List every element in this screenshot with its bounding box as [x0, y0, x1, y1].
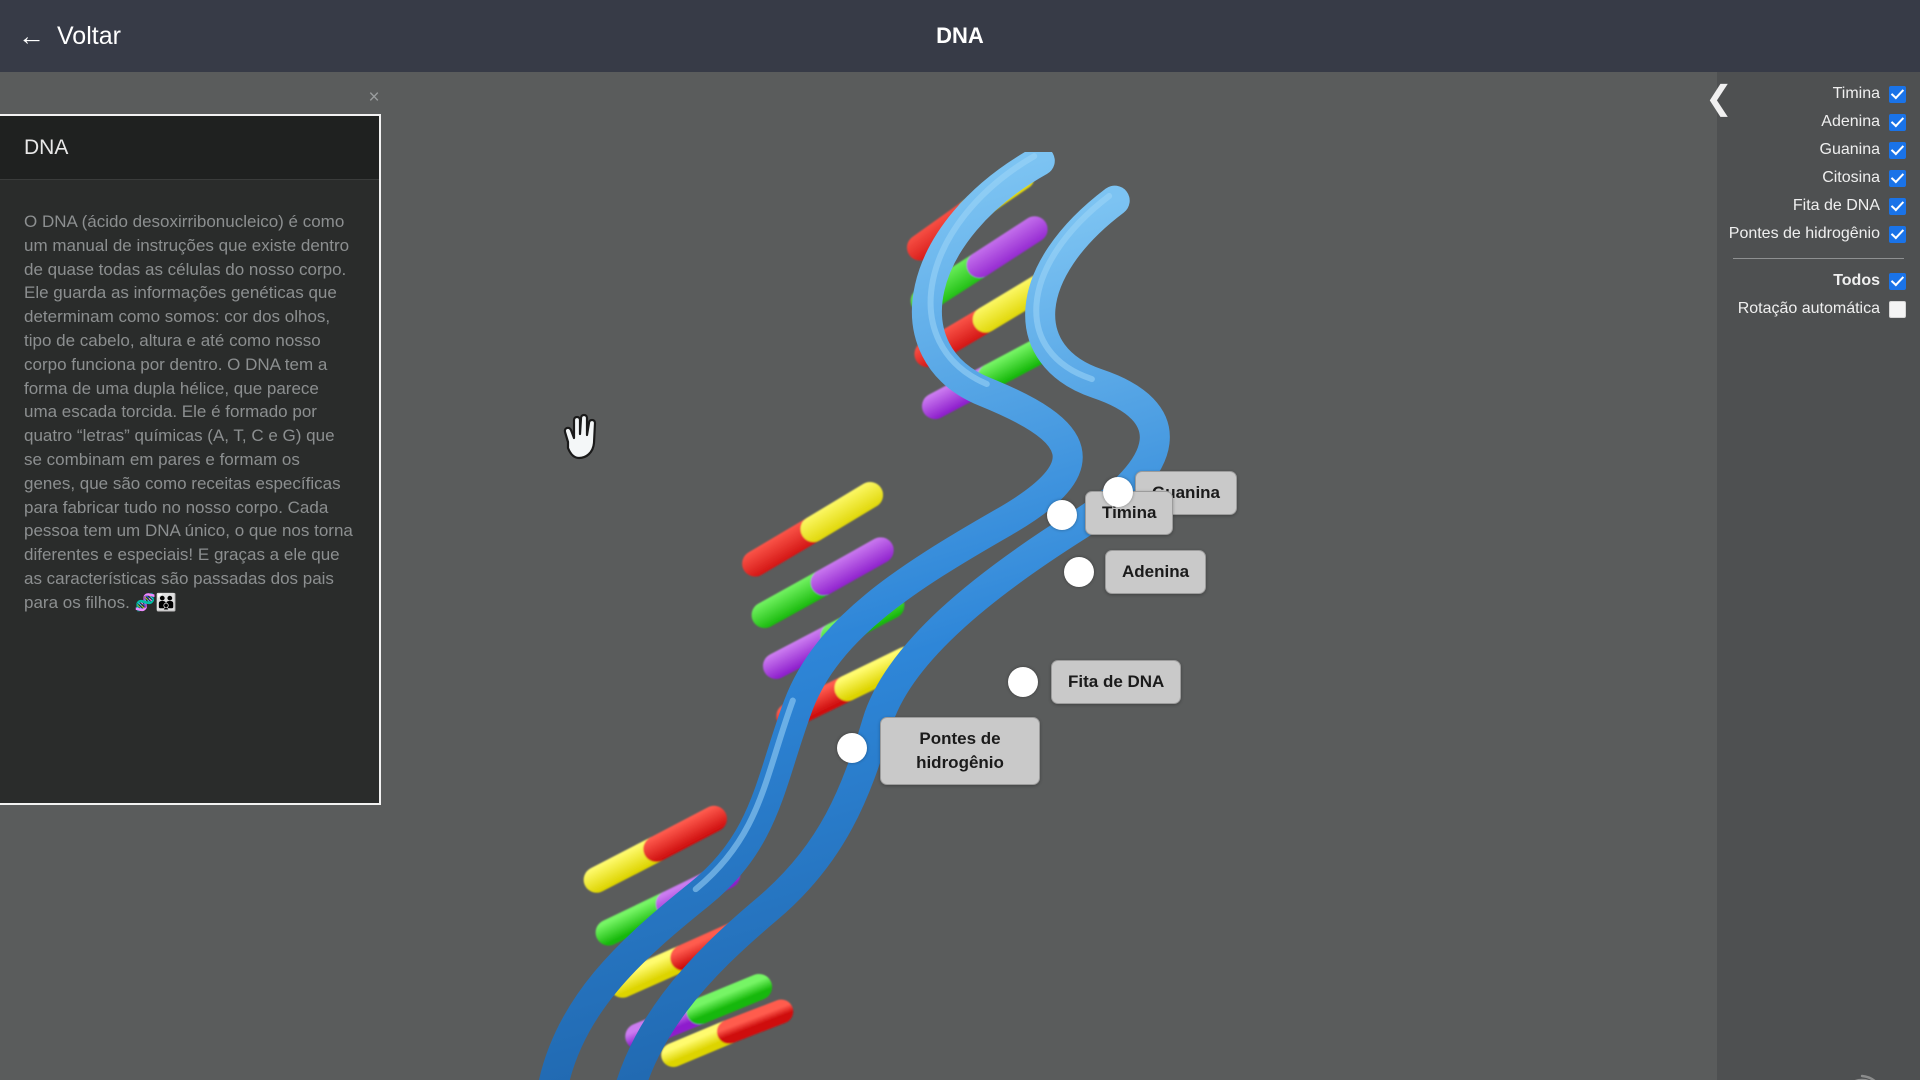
info-panel-header: DNA — [0, 116, 379, 180]
layer-label-guanina: Guanina — [1819, 141, 1881, 158]
model-viewer-logo[interactable]: M — [1834, 1072, 1890, 1080]
layer-toggle-guanina[interactable]: Guanina — [1727, 136, 1906, 164]
layer-checkbox-citosina[interactable] — [1889, 169, 1906, 187]
info-panel-text: O DNA (ácido desoxirribonucleico) é como… — [24, 212, 358, 612]
layer-toggle-pontes-de-hidrogenio[interactable]: Pontes de hidrogênio — [1727, 220, 1906, 248]
layer-label-citosina: Citosina — [1822, 169, 1880, 186]
controls-divider — [1733, 258, 1904, 259]
annotation-fita-de-dna[interactable]: Fita de DNA — [1051, 660, 1182, 704]
grab-hand-cursor — [563, 413, 597, 460]
annotation-adenina[interactable]: Adenina — [1105, 550, 1207, 594]
layer-checkbox-adenina[interactable] — [1889, 113, 1906, 131]
label-rotacao-automatica: Rotação automática — [1737, 300, 1880, 317]
layer-label-pontes-de-hidrogenio: Pontes de hidrogênio — [1728, 225, 1880, 242]
hotspot-adenina[interactable] — [1064, 557, 1094, 587]
checkbox-rotacao-automatica[interactable] — [1889, 300, 1906, 318]
layer-label-timina: Timina — [1832, 85, 1880, 102]
layer-toggle-citosina[interactable]: Citosina — [1727, 164, 1906, 192]
page-title: DNA — [936, 23, 984, 48]
hotspot-timina[interactable] — [1047, 500, 1077, 530]
back-button[interactable]: ← Voltar — [18, 22, 121, 51]
hotspot-fita-de-dna[interactable] — [1008, 667, 1038, 697]
layer-toggle-fita-de-dna[interactable]: Fita de DNA — [1727, 192, 1906, 220]
back-button-label: Voltar — [57, 21, 121, 50]
chevron-left-icon[interactable]: ❮ — [1705, 78, 1733, 116]
hotspot-guanina[interactable] — [1103, 477, 1133, 507]
layer-checkbox-guanina[interactable] — [1889, 141, 1906, 159]
layer-checkbox-timina[interactable] — [1889, 85, 1906, 103]
annotation-pontes-de-hidrogenio[interactable]: Pontes de hidrogênio — [880, 717, 1040, 785]
close-icon[interactable]: × — [368, 87, 380, 108]
hotspot-pontes-de-hidrogenio[interactable] — [837, 733, 867, 763]
info-panel-body: O DNA (ácido desoxirribonucleico) é como… — [0, 180, 379, 615]
arrow-left-icon: ← — [18, 20, 45, 51]
layer-label-fita-de-dna: Fita de DNA — [1792, 197, 1880, 214]
layer-toggle-timina[interactable]: Timina — [1727, 80, 1906, 108]
layers-control-panel: Timina Adenina Guanina Citosina Fita de … — [1717, 72, 1920, 1080]
layer-toggle-adenina[interactable]: Adenina — [1727, 108, 1906, 136]
layer-checkbox-todos[interactable] — [1889, 272, 1906, 290]
dna-double-helix-model — [488, 152, 1170, 1080]
top-bar: ← Voltar DNA — [0, 0, 1920, 72]
layer-label-todos: Todos — [1833, 272, 1880, 289]
layer-label-adenina: Adenina — [1821, 113, 1880, 130]
info-panel: DNA O DNA (ácido desoxirribonucleico) é … — [0, 114, 381, 805]
info-panel-title: DNA — [24, 135, 69, 159]
layer-checkbox-fita-de-dna[interactable] — [1889, 197, 1906, 215]
layer-toggle-todos[interactable]: Todos — [1727, 267, 1906, 295]
layer-checkbox-pontes-de-hidrogenio[interactable] — [1889, 225, 1906, 243]
toggle-rotacao-automatica[interactable]: Rotação automática — [1727, 295, 1906, 323]
